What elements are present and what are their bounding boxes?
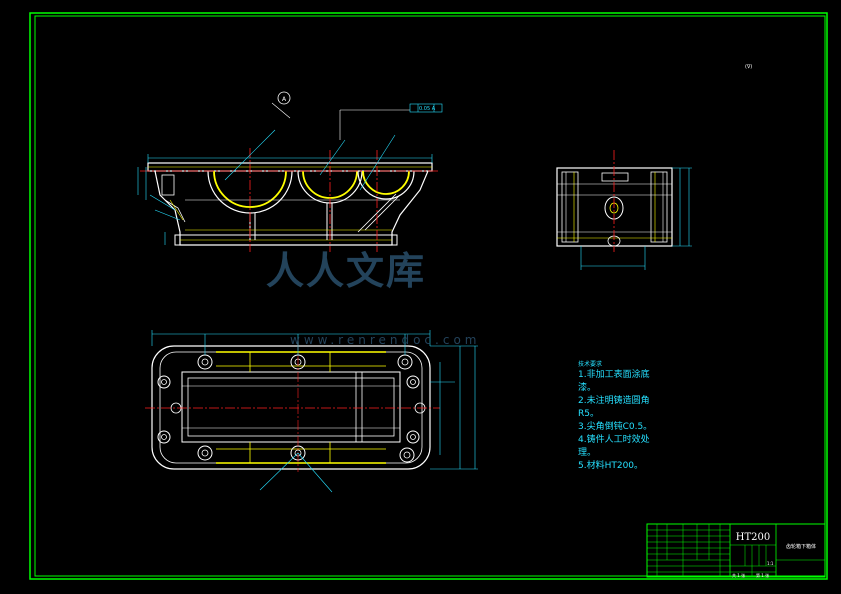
technical-requirements-header: 技术要求 — [578, 361, 603, 368]
requirement-item: 3.尖角倒钝C0.5。 — [578, 422, 653, 432]
side-view — [556, 150, 692, 270]
requirement-item: 5.材料HT200。 — [578, 461, 644, 471]
title-block-scale: 1:1 — [767, 561, 774, 566]
title-block-material: HT200 — [735, 532, 771, 543]
front-view — [137, 91, 443, 252]
top-view — [145, 330, 478, 493]
outer-border — [29, 12, 828, 580]
view-label: (∇) — [745, 64, 753, 70]
title-block-sheet-count: 共 1 张 — [732, 573, 746, 578]
inner-border — [34, 15, 826, 577]
title-block — [646, 523, 826, 578]
datum-label: A — [282, 96, 287, 103]
requirement-item: 2.未注明铸造圆角R5。 — [578, 396, 650, 419]
title-block-sheet-number: 第 1 张 — [756, 573, 770, 578]
requirement-item: 4.铸件人工时效处理。 — [578, 435, 650, 458]
title-block-part-name: 齿轮箱下箱体 — [785, 544, 816, 550]
watermark-text: 人人文库 — [266, 248, 427, 293]
requirement-item: 1.非加工表面涂底漆。 — [578, 370, 650, 393]
tolerance-frame-text: 0.05 A — [419, 106, 436, 112]
watermark-url: www.renrendoc.com — [290, 333, 481, 347]
technical-requirements: 技术要求 1.非加工表面涂底漆。 2.未注明铸造圆角R5。 3.尖角倒钝C0.5… — [578, 360, 658, 473]
